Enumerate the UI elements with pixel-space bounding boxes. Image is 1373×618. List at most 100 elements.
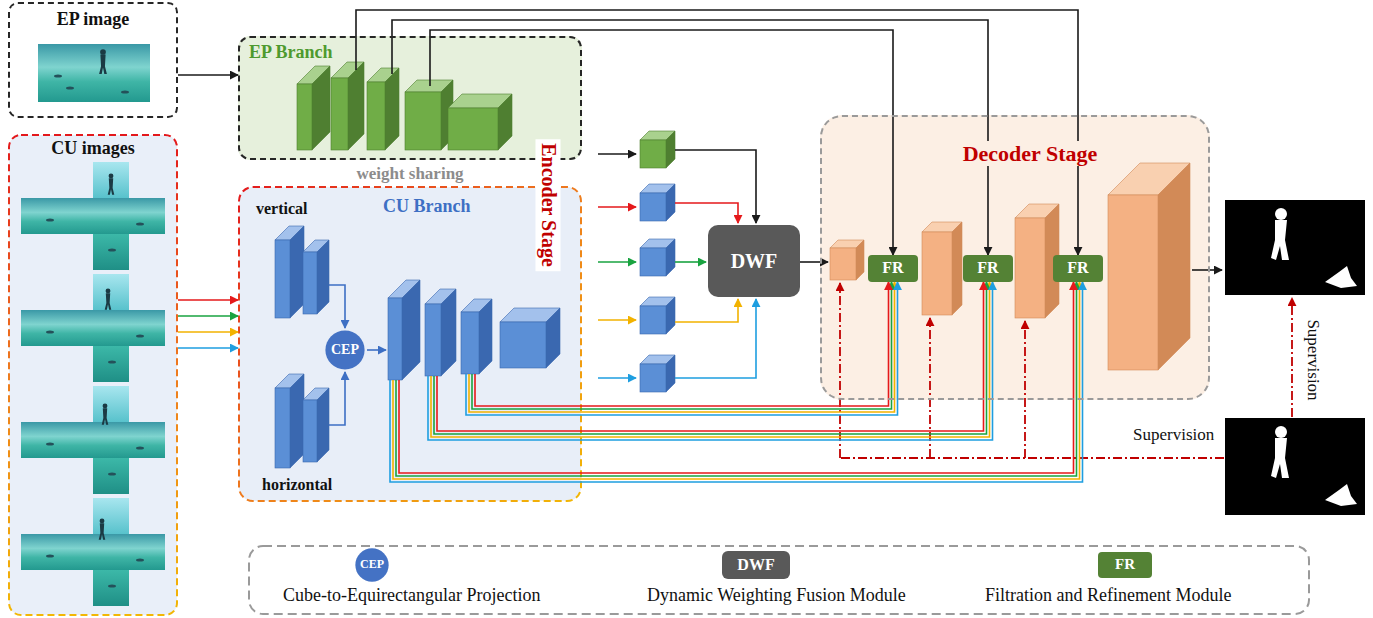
diver-figure bbox=[109, 174, 114, 179]
mask-figure bbox=[1271, 438, 1289, 478]
bundle-line bbox=[582, 282, 1074, 473]
wire bbox=[800, 261, 828, 263]
branch-label: vertical bbox=[256, 200, 308, 218]
feature-tap bbox=[390, 380, 582, 482]
fish-figure bbox=[46, 218, 54, 221]
fish-figure bbox=[136, 222, 144, 225]
cube-face bbox=[93, 570, 129, 606]
connector-arrow bbox=[582, 282, 898, 415]
annotation: weight sharing bbox=[356, 164, 463, 184]
layer-block bbox=[448, 108, 498, 150]
layer-block bbox=[640, 248, 666, 276]
supervision-label: Supervision bbox=[1133, 425, 1214, 445]
diver-figure bbox=[102, 408, 109, 425]
feature-tap bbox=[396, 380, 582, 476]
layer-block bbox=[290, 374, 304, 468]
feature-tap bbox=[429, 36, 431, 86]
fish-figure bbox=[46, 330, 54, 333]
feature-tap bbox=[399, 380, 582, 473]
feature-tap bbox=[475, 374, 582, 406]
wire bbox=[675, 150, 756, 223]
layer-block bbox=[297, 84, 312, 150]
layer-block bbox=[640, 140, 666, 168]
connector-arrow bbox=[178, 74, 238, 76]
layer-block bbox=[275, 388, 290, 468]
cube-face bbox=[93, 234, 129, 270]
legend-symbol: DWF bbox=[722, 551, 790, 579]
wire bbox=[1192, 269, 1222, 271]
mask-figure bbox=[1325, 484, 1357, 506]
layer-block bbox=[479, 299, 492, 374]
node-label: DWF bbox=[731, 250, 778, 273]
bundle-line bbox=[582, 282, 987, 434]
branch-label: horizontal bbox=[262, 476, 332, 494]
bundle-line bbox=[178, 347, 238, 349]
fish-figure bbox=[108, 360, 116, 363]
bundle-line bbox=[178, 331, 238, 333]
connector-arrow bbox=[178, 299, 238, 301]
supervision-line bbox=[840, 457, 1224, 459]
legend-symbol: CEP bbox=[355, 548, 389, 582]
fish-figure bbox=[136, 334, 144, 337]
wire bbox=[675, 299, 756, 378]
layer-block bbox=[317, 240, 329, 314]
legend-text: Dynamic Weighting Fusion Module bbox=[647, 585, 906, 606]
layer-block bbox=[1015, 218, 1045, 318]
mask-image bbox=[1225, 418, 1365, 515]
diver-figure bbox=[100, 519, 105, 524]
fish-figure bbox=[136, 558, 144, 561]
legend-text: Filtration and Refinement Module bbox=[985, 585, 1231, 606]
connector-arrow bbox=[430, 30, 893, 255]
cube-face bbox=[21, 534, 165, 570]
layer-block bbox=[385, 68, 399, 150]
node-label: CU images bbox=[8, 138, 178, 159]
node-label: CEP bbox=[331, 342, 359, 358]
wire bbox=[598, 206, 636, 208]
stage-label: Encoder Stage bbox=[536, 139, 561, 271]
feature-tap bbox=[472, 374, 582, 409]
panel-fill bbox=[238, 36, 582, 160]
mask-figure bbox=[1275, 208, 1287, 220]
legend-text: Cube-to-Equirectangular Projection bbox=[283, 585, 540, 606]
feature-tap bbox=[434, 376, 582, 434]
supervision-line bbox=[1291, 298, 1293, 417]
cube-face bbox=[21, 310, 165, 346]
cube-face bbox=[93, 346, 129, 382]
layer-block bbox=[546, 308, 560, 368]
supervision-line bbox=[1024, 321, 1026, 458]
feature-tap bbox=[469, 374, 582, 412]
layer-block bbox=[425, 304, 441, 376]
wire bbox=[598, 377, 636, 379]
stage-panel: Decoder StageFRFRFR bbox=[820, 115, 1210, 400]
layer-block bbox=[312, 66, 330, 150]
layer-block bbox=[640, 364, 666, 392]
fish-figure bbox=[121, 90, 129, 93]
diver-figure bbox=[99, 55, 107, 75]
fish-figure bbox=[46, 442, 54, 445]
cube-face bbox=[93, 386, 129, 422]
layer-block bbox=[367, 82, 385, 150]
diver-figure bbox=[108, 178, 115, 195]
diver-figure bbox=[100, 49, 106, 55]
node-label: FR bbox=[1067, 259, 1088, 277]
bundle-line bbox=[582, 282, 1080, 479]
cube-face bbox=[93, 498, 129, 534]
node-label: EP image bbox=[10, 9, 176, 30]
bundle-line bbox=[582, 282, 895, 412]
layer-block bbox=[402, 280, 420, 380]
feature-tap bbox=[391, 36, 393, 74]
layer-block bbox=[317, 388, 329, 462]
supervision-label: Supervision bbox=[1303, 319, 1323, 400]
node-label: FR bbox=[1115, 556, 1135, 573]
wire bbox=[329, 372, 345, 425]
layer-block bbox=[856, 240, 864, 280]
cube-face bbox=[93, 274, 129, 310]
panel-fill bbox=[820, 115, 1210, 400]
node-label: DWF bbox=[737, 556, 774, 574]
mask-image bbox=[1225, 200, 1365, 295]
feature-tap bbox=[437, 376, 582, 431]
projection-circle: CEP bbox=[325, 330, 365, 370]
cube-face bbox=[21, 422, 165, 458]
